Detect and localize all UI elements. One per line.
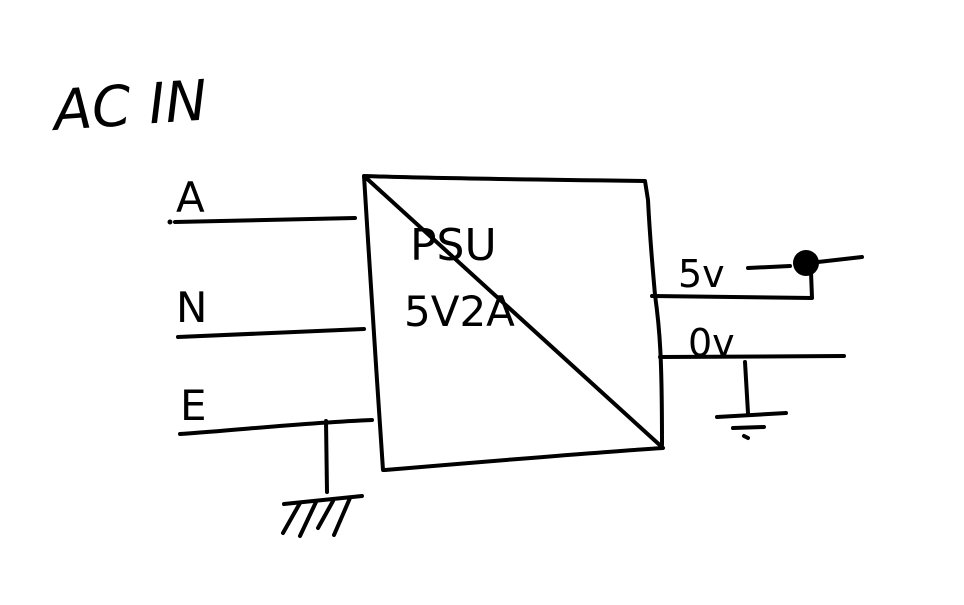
- input-label-a: A: [176, 173, 205, 222]
- output-wire-5v: [650, 270, 814, 300]
- chassis-ground-icon: [281, 419, 364, 538]
- input-label-n: N: [176, 283, 207, 332]
- wire-end-dot: [167, 219, 173, 225]
- input-wire-e: [178, 418, 374, 436]
- junction-dot-icon: [793, 250, 819, 276]
- input-wire-a: [173, 216, 357, 224]
- ac-in-title: AC IN: [48, 68, 209, 144]
- psu-rating-label: 5V2A: [404, 287, 515, 336]
- signal-ground-icon: [715, 360, 788, 440]
- psu-name-label: PSU: [410, 220, 497, 271]
- output-wire-5v-ext: [816, 255, 864, 264]
- output-lead-5v: [746, 264, 792, 270]
- output-wire-0v: [658, 354, 846, 359]
- output-label-5v: 5v: [678, 252, 725, 296]
- psu-box: [362, 174, 665, 472]
- input-label-e: E: [180, 381, 207, 430]
- input-wire-n: [176, 327, 366, 339]
